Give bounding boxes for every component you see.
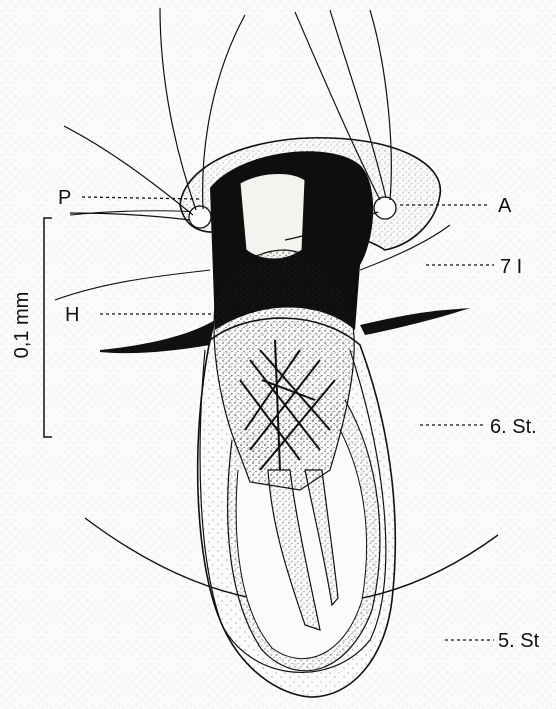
socket-right [374,197,396,219]
label-a: A [498,195,512,217]
scale-bar-label: 0,1 mm [11,292,33,359]
label-st6: 6. St. [490,416,537,438]
socket-left [189,206,211,228]
label-seg7: 7 I [500,256,522,278]
label-st5: 5. St [498,630,540,652]
label-p: P [58,187,71,209]
label-h: H [65,304,79,326]
